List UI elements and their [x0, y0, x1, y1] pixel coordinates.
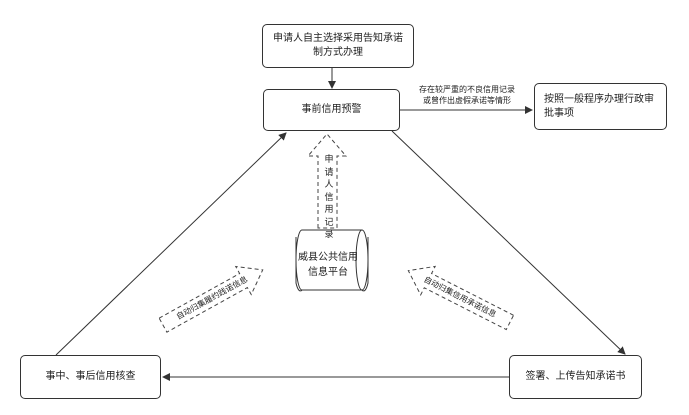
node-warning-label: 事前信用预警: [301, 104, 362, 115]
up-arrow-char: 申: [324, 155, 334, 165]
edge-label-line-1: 存在较严重的不良信用记录: [419, 85, 515, 94]
node-apply: 申请人自主选择采用告知承诺制方式办理: [262, 24, 414, 68]
up-arrow-char: 人: [324, 180, 334, 190]
edge-label-bad-record: 存在较严重的不良信用记录 或曾作出虚假承诺等情形: [404, 84, 530, 106]
node-general: 按照一般程序办理行政审批事项: [534, 83, 667, 130]
up-arrow-char: 录: [324, 230, 334, 240]
dashed-arrow-left: [158, 265, 264, 333]
node-check-label: 事中、事后信用核查: [45, 371, 136, 382]
node-sign-label: 签署、上传告知承诺书: [525, 371, 626, 382]
node-sign: 签署、上传告知承诺书: [509, 355, 642, 399]
up-arrow-char: 请: [324, 167, 334, 178]
arrow-warning-to-sign: [391, 130, 626, 355]
node-general-label: 按照一般程序办理行政审批事项: [544, 93, 654, 119]
platform-label: 威县公共信用信息平台: [298, 252, 358, 278]
node-warning: 事前信用预警: [263, 89, 400, 131]
node-check: 事中、事后信用核查: [20, 355, 161, 399]
up-arrow-char: 记: [324, 217, 334, 228]
platform-cylinder: [295, 229, 369, 292]
node-apply-label: 申请人自主选择采用告知承诺制方式办理: [273, 33, 403, 58]
up-arrow-char: 信: [324, 192, 334, 203]
up-arrow-label: 申 请 人 信 用 记 录: [322, 154, 336, 242]
up-arrow-char: 用: [324, 205, 334, 215]
dashed-up-arrow: [306, 133, 348, 229]
dashed-arrow-right: [407, 265, 515, 331]
arrow-check-to-warning: [55, 132, 287, 356]
edge-label-line-2: 或曾作出虚假承诺等情形: [423, 96, 511, 105]
